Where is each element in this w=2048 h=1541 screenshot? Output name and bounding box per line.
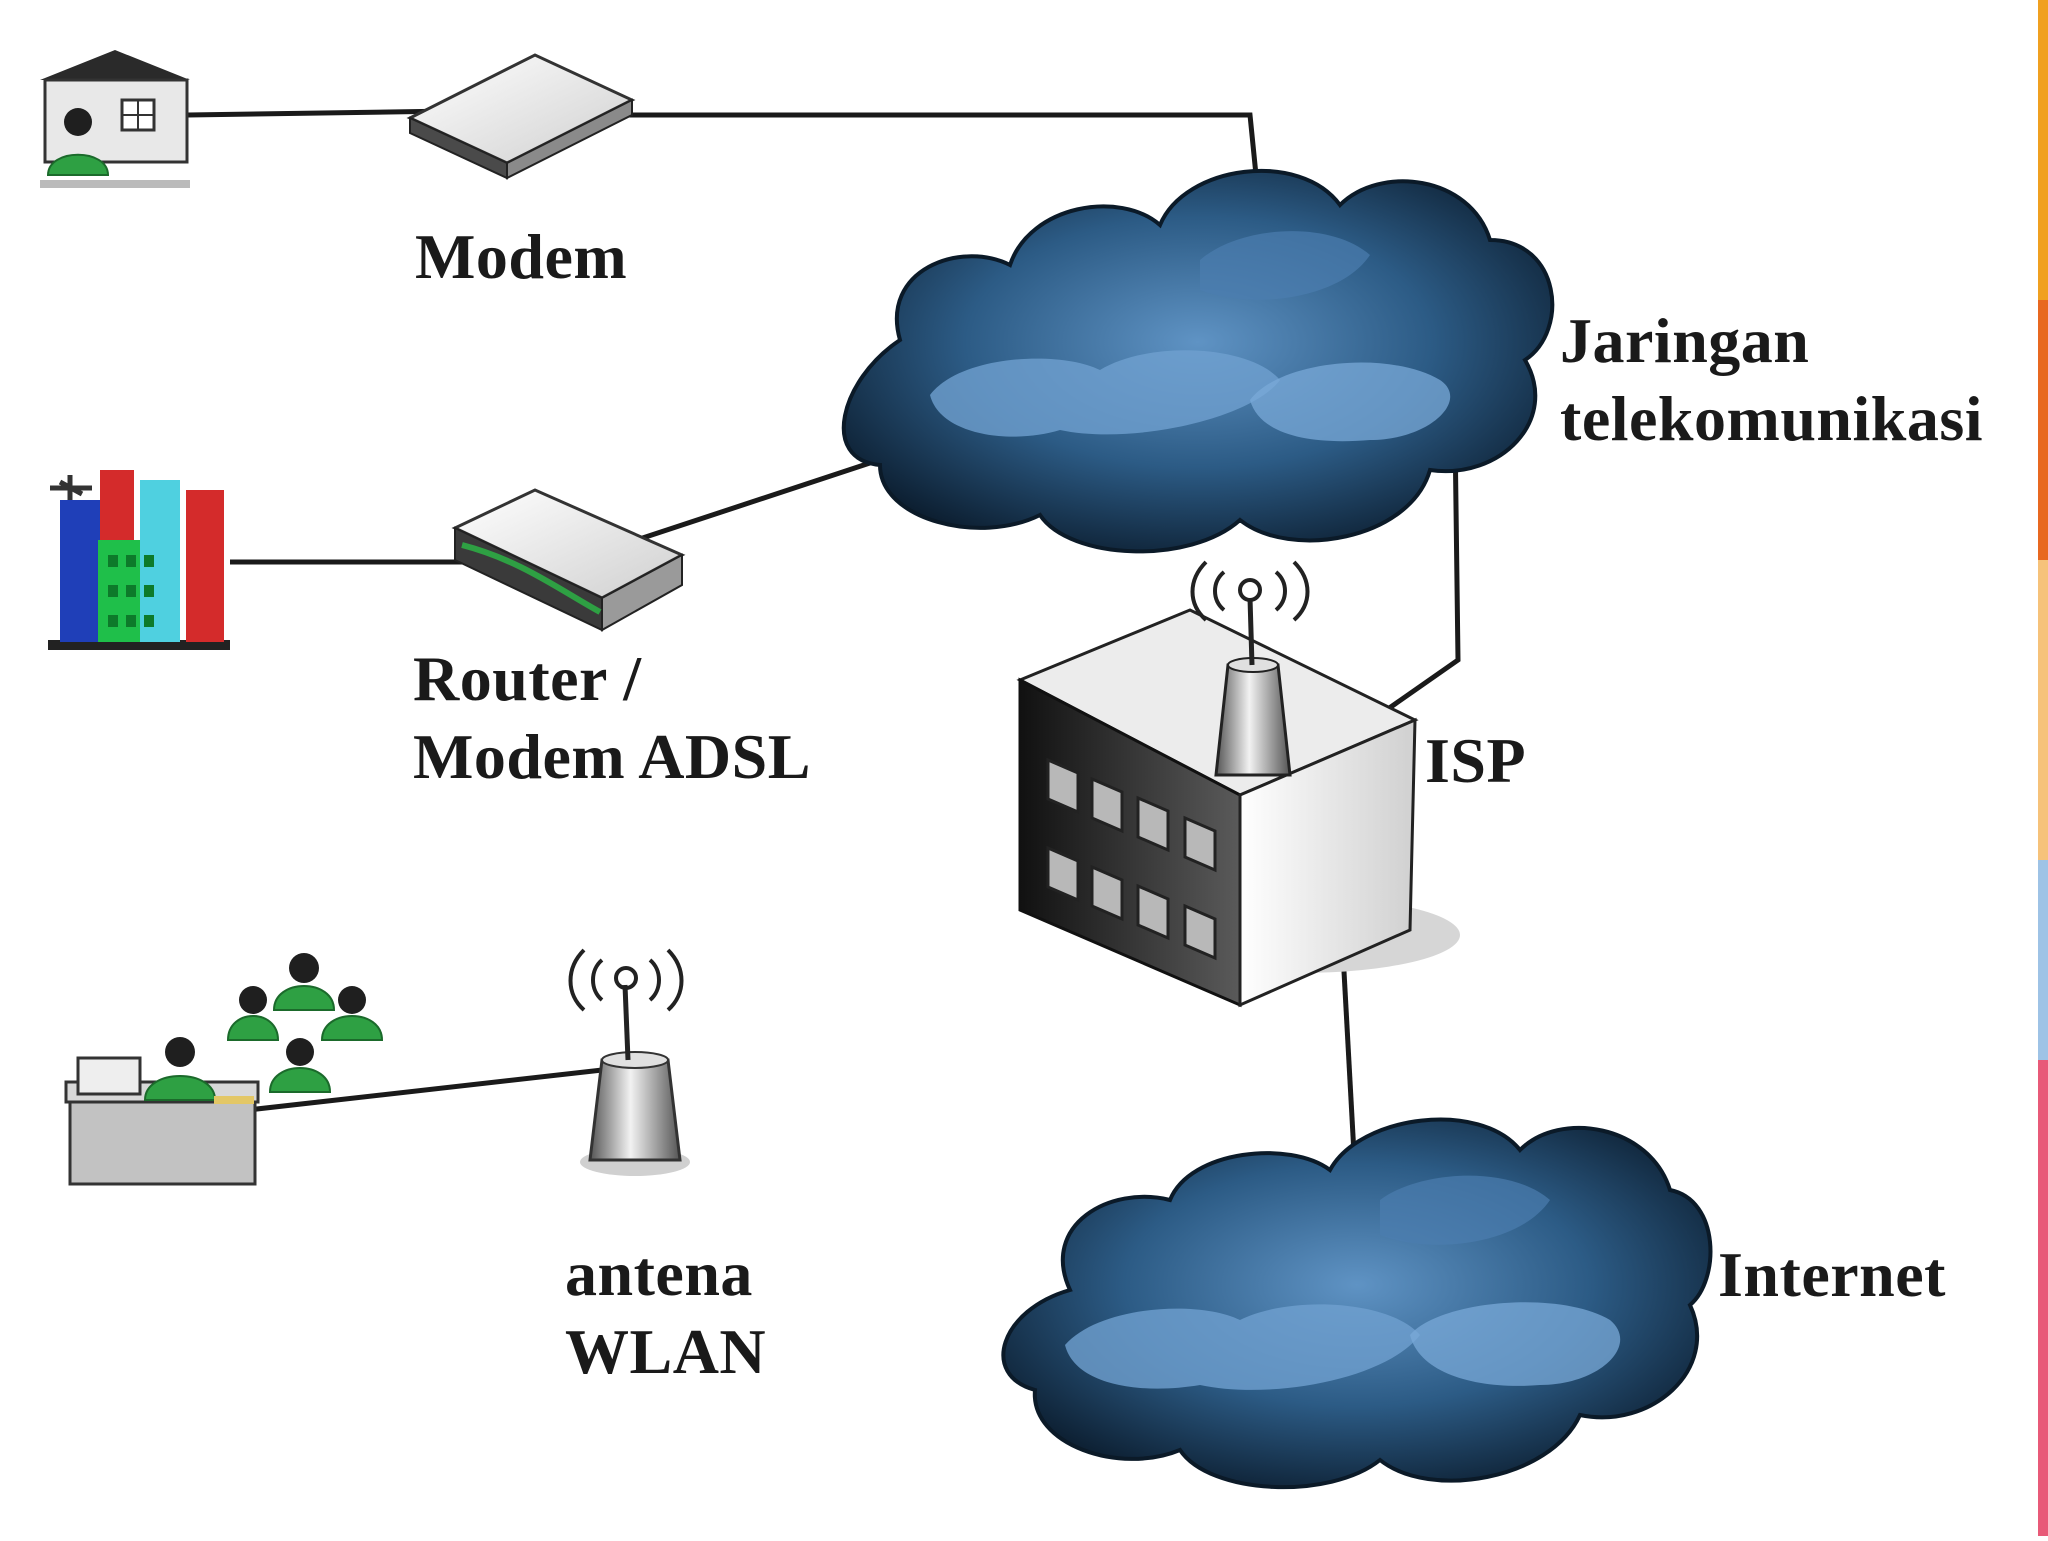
label-antenna: antena WLAN	[565, 1235, 766, 1391]
label-router-line2: Modem ADSL	[413, 721, 811, 792]
label-antenna-line1: antena	[565, 1238, 753, 1309]
isp-building-icon	[1016, 560, 1460, 1008]
line-telco-isp	[1363, 429, 1461, 728]
user-group-desk-icon	[64, 953, 384, 1186]
label-telco: Jaringan telekomunikasi	[1560, 302, 1983, 458]
label-router: Router / Modem ADSL	[413, 640, 811, 796]
label-internet: Internet	[1718, 1236, 1946, 1314]
label-internet-text: Internet	[1718, 1239, 1946, 1310]
internet-cloud-icon	[1001, 1117, 1713, 1490]
label-isp: ISP	[1425, 722, 1526, 800]
label-modem: Modem	[415, 218, 627, 296]
home-user-icon	[40, 50, 190, 188]
label-modem-text: Modem	[415, 221, 628, 292]
label-router-line1: Router /	[413, 643, 642, 714]
wlan-antenna-icon	[568, 948, 690, 1176]
modem-device-icon	[406, 53, 636, 180]
decorative-edge-strip	[2038, 0, 2048, 1536]
line-school-antenna	[247, 1065, 621, 1113]
label-telco-line1: Jaringan	[1560, 305, 1810, 376]
label-antenna-line2: WLAN	[565, 1316, 767, 1387]
office-buildings-icon	[48, 470, 230, 650]
adsl-router-icon	[451, 488, 686, 632]
label-telco-line2: telekomunikasi	[1560, 383, 1984, 454]
label-isp-text: ISP	[1425, 725, 1527, 796]
telco-cloud-icon	[841, 168, 1555, 554]
